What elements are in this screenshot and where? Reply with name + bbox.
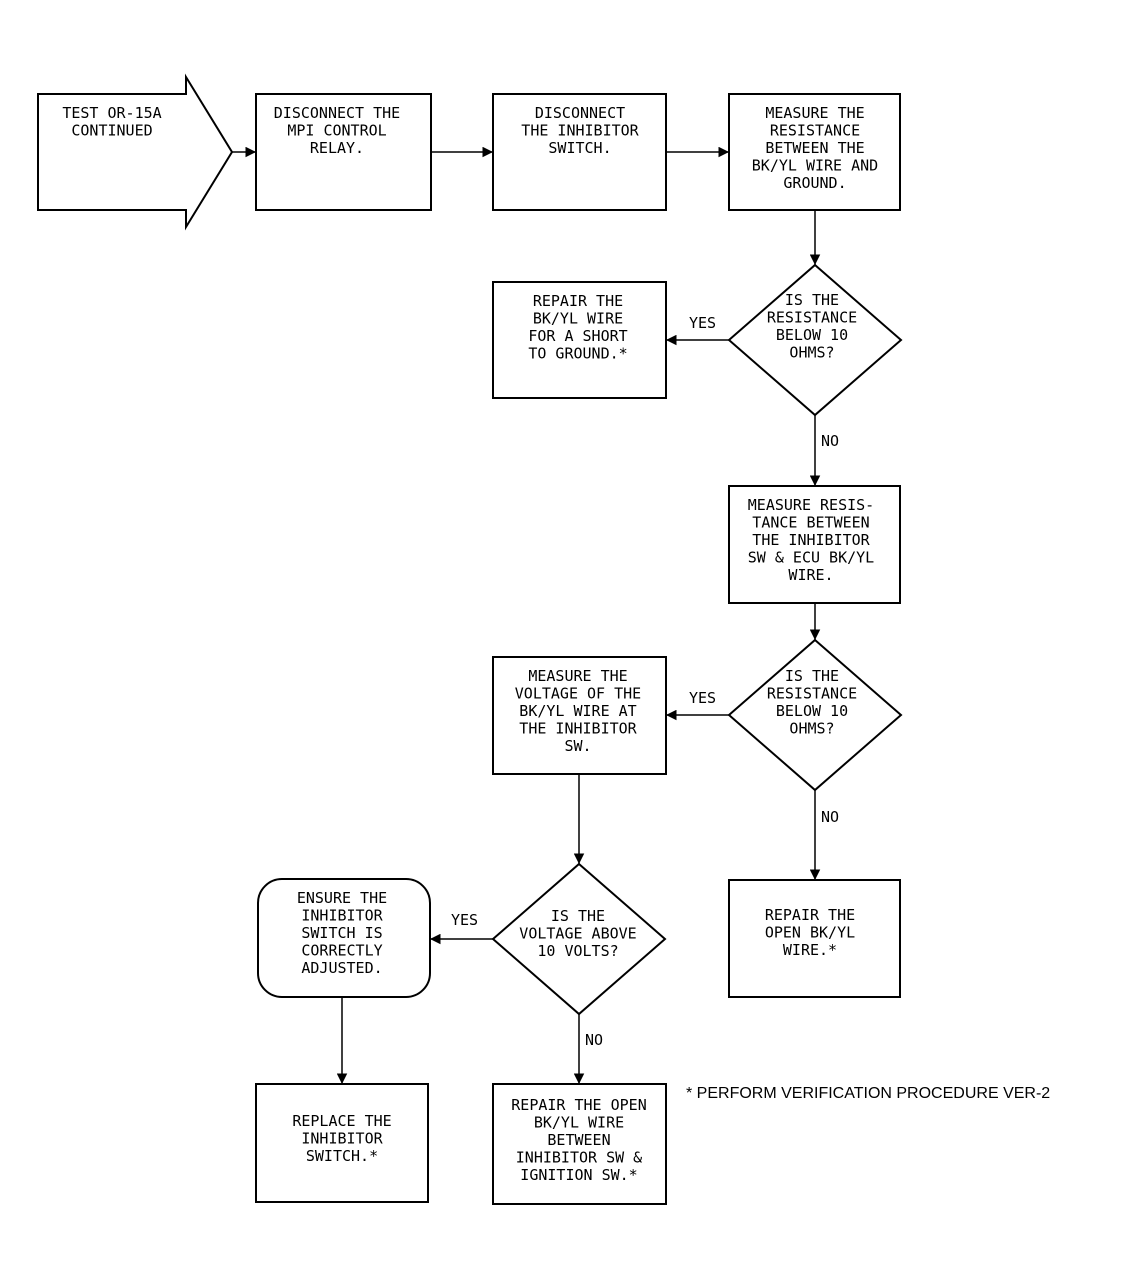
node-text-line: OHMS? — [789, 720, 834, 738]
node-text-line: BETWEEN — [547, 1131, 610, 1149]
start-arrow-shape — [37, 73, 234, 231]
node-text-line: BK/YL WIRE — [534, 1114, 624, 1132]
node-text-line: TANCE BETWEEN — [752, 514, 869, 532]
node-text-line: IS THE — [785, 291, 839, 309]
disconnect-mpi-box — [255, 93, 432, 211]
footnote: * PERFORM VERIFICATION PROCEDURE VER-2 — [686, 1085, 1050, 1102]
node-text-line: BELOW 10 — [776, 702, 848, 720]
node-text-line: SW. — [564, 737, 591, 755]
node-text-line: RESISTANCE — [770, 122, 860, 140]
node-text-line: BK/YL WIRE AND — [752, 157, 878, 175]
node-text-line: INHIBITOR — [301, 907, 383, 925]
node-text-line: REPAIR THE OPEN — [511, 1096, 646, 1114]
repair-open-1-box — [728, 879, 901, 998]
node-text-line: ENSURE THE — [297, 889, 387, 907]
measure-resistance-ground-box — [728, 93, 901, 211]
node-text-line: DISCONNECT THE — [274, 104, 400, 122]
decision2-yes-label: YES — [689, 689, 716, 707]
node-text-line: SWITCH.* — [306, 1147, 378, 1165]
node-text-line: DISCONNECT — [535, 104, 625, 122]
node-text-line: TO GROUND.* — [528, 345, 627, 363]
node-text-line: BELOW 10 — [776, 326, 848, 344]
node-text-line: REPLACE THE — [292, 1112, 391, 1130]
node-text-line: VOLTAGE ABOVE — [519, 925, 636, 943]
node-text-line: SWITCH IS — [301, 924, 382, 942]
node-text-line: IS THE — [551, 907, 605, 925]
node-text-line: MEASURE THE — [528, 667, 627, 685]
node-text-line: WIRE.* — [783, 941, 837, 959]
node-text-line: BETWEEN THE — [765, 139, 864, 157]
node-text-line: REPAIR THE — [765, 906, 855, 924]
decision3-yes-label: YES — [451, 911, 478, 929]
node-text-line: BK/YL WIRE AT — [519, 702, 636, 720]
node-text-line: 10 VOLTS? — [537, 942, 618, 960]
node-text-line: RESISTANCE — [767, 309, 857, 327]
node-text-line: SW & ECU BK/YL — [748, 549, 874, 567]
node-text-line: OPEN BK/YL — [765, 924, 855, 942]
node-text-line: THE INHIBITOR — [519, 720, 637, 738]
node-text-line: MEASURE THE — [765, 104, 864, 122]
node-text-line: THE INHIBITOR — [521, 122, 639, 140]
node-text-line: CORRECTLY — [301, 942, 382, 960]
node-text-line: WIRE. — [788, 566, 833, 584]
measure-resistance-ecu-box — [728, 485, 901, 604]
node-text-line: VOLTAGE OF THE — [515, 685, 641, 703]
node-text-line: BK/YL WIRE — [533, 310, 623, 328]
node-text-line: ADJUSTED. — [301, 959, 382, 977]
node-text-line: CONTINUED — [71, 122, 152, 140]
decision1-no-label: NO — [821, 432, 839, 450]
node-text-line: FOR A SHORT — [528, 327, 627, 345]
node-text-line: RESISTANCE — [767, 685, 857, 703]
node-text-line: REPAIR THE — [533, 292, 623, 310]
node-text-line: MPI CONTROL — [287, 122, 386, 140]
replace-switch-box — [255, 1083, 429, 1203]
node-text-line: INHIBITOR — [301, 1130, 383, 1148]
node-text-line: GROUND. — [783, 174, 846, 192]
node-text-line: TEST OR-15A — [62, 104, 161, 122]
node-text-line: MEASURE RESIS- — [748, 496, 874, 514]
repair-open-2-box — [492, 1083, 667, 1205]
node-text-line: OHMS? — [789, 344, 834, 362]
node-text-line: IS THE — [785, 667, 839, 685]
node-text-line: IGNITION SW.* — [520, 1166, 637, 1184]
node-text-line: INHIBITOR SW & — [516, 1149, 642, 1167]
repair-short-box — [492, 281, 667, 399]
node-text-line: SWITCH. — [548, 139, 611, 157]
node-text-line: RELAY. — [310, 139, 364, 157]
node-text-line: THE INHIBITOR — [752, 531, 870, 549]
decision2-no-label: NO — [821, 808, 839, 826]
decision3-no-label: NO — [585, 1031, 603, 1049]
disconnect-inhibitor-box — [492, 93, 667, 211]
decision1-yes-label: YES — [689, 314, 716, 332]
